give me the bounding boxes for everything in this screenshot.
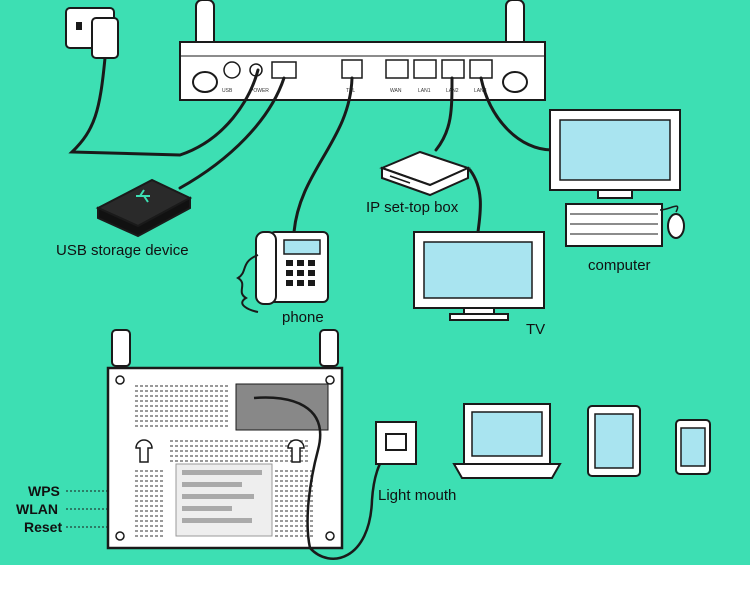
phone-cable xyxy=(292,76,354,234)
tel-port xyxy=(341,59,363,79)
label-set-top-box: IP set-top box xyxy=(366,199,459,216)
telephone-icon xyxy=(236,231,329,313)
tv-icon xyxy=(413,231,545,321)
monitor-icon xyxy=(549,109,681,199)
usb-storage-icon xyxy=(95,178,193,238)
smartphone-icon xyxy=(675,419,711,475)
port-label-wan: WAN xyxy=(390,88,402,94)
label-usb-storage: USB storage device xyxy=(56,242,189,259)
router-top-view xyxy=(106,329,344,550)
set-top-box-icon xyxy=(379,150,471,197)
usb-cable xyxy=(178,76,286,190)
power-cable xyxy=(68,56,260,157)
port-label-usb: USB xyxy=(222,88,233,94)
bottom-margin xyxy=(0,565,750,590)
label-wps: WPS xyxy=(28,483,60,499)
cables-top xyxy=(68,56,554,234)
lan3-port xyxy=(469,59,493,79)
wan-port xyxy=(385,59,409,79)
lan1-port xyxy=(413,59,437,79)
power-button xyxy=(223,61,241,79)
label-reset: Reset xyxy=(24,519,62,535)
usb-port xyxy=(271,61,297,79)
keyboard-icon xyxy=(565,203,663,247)
label-light-mouth: Light mouth xyxy=(378,487,456,504)
port-label-lan1: LAN1 xyxy=(418,88,431,94)
set-top-box-cable xyxy=(434,76,454,152)
mouse-icon xyxy=(659,205,685,239)
port-label-lan3: LAN3 xyxy=(474,88,487,94)
label-wlan: WLAN xyxy=(16,501,58,517)
computer-cable xyxy=(479,76,554,152)
usb-symbol-icon xyxy=(136,189,150,203)
side-buttons: WPS WLAN Reset xyxy=(16,483,108,535)
router-rear-view: USB POWER TEL WAN LAN1 LAN2 LAN3 xyxy=(179,0,546,101)
fiber-socket-icon xyxy=(375,421,417,465)
antenna-base-left xyxy=(192,71,218,93)
label-computer: computer xyxy=(588,257,651,274)
lan2-port xyxy=(441,59,465,79)
power-adapter-icon xyxy=(65,7,119,59)
antenna-base-right xyxy=(502,71,528,93)
laptop-icon xyxy=(452,403,562,479)
port-label-power: POWER xyxy=(250,88,269,94)
label-tv: TV xyxy=(526,321,545,338)
tablet-icon xyxy=(587,405,641,477)
label-phone: phone xyxy=(282,309,324,326)
stb-to-tv-cable xyxy=(468,168,482,234)
